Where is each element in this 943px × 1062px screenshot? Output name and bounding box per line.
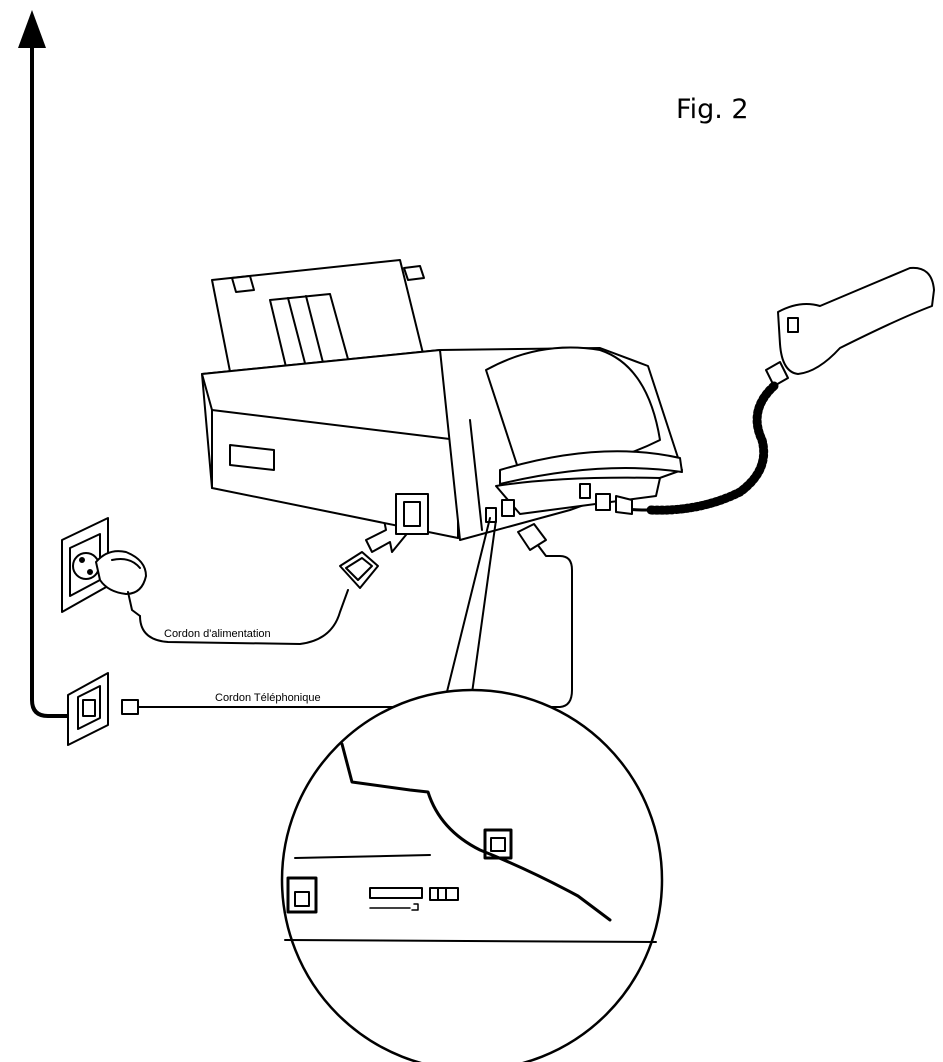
power-cord-label: Cordon d'alimentation xyxy=(164,628,271,640)
power-cord xyxy=(139,589,349,645)
up-arrow xyxy=(18,10,72,718)
phone-cord-plug xyxy=(517,523,547,551)
callout-lines xyxy=(439,517,497,723)
power-outlet xyxy=(61,517,109,613)
phone-cord-label: Cordon Téléphonique xyxy=(215,692,321,704)
phone-cord xyxy=(137,539,573,708)
power-plug-icon xyxy=(95,550,147,617)
handset-icon xyxy=(765,266,935,387)
fax-machine xyxy=(201,259,683,541)
handset-cord-plug xyxy=(615,495,633,515)
figure-title: Fig. 2 xyxy=(676,94,749,125)
phone-socket xyxy=(67,672,139,746)
magnified-view xyxy=(280,688,664,1062)
power-connector xyxy=(339,551,379,589)
